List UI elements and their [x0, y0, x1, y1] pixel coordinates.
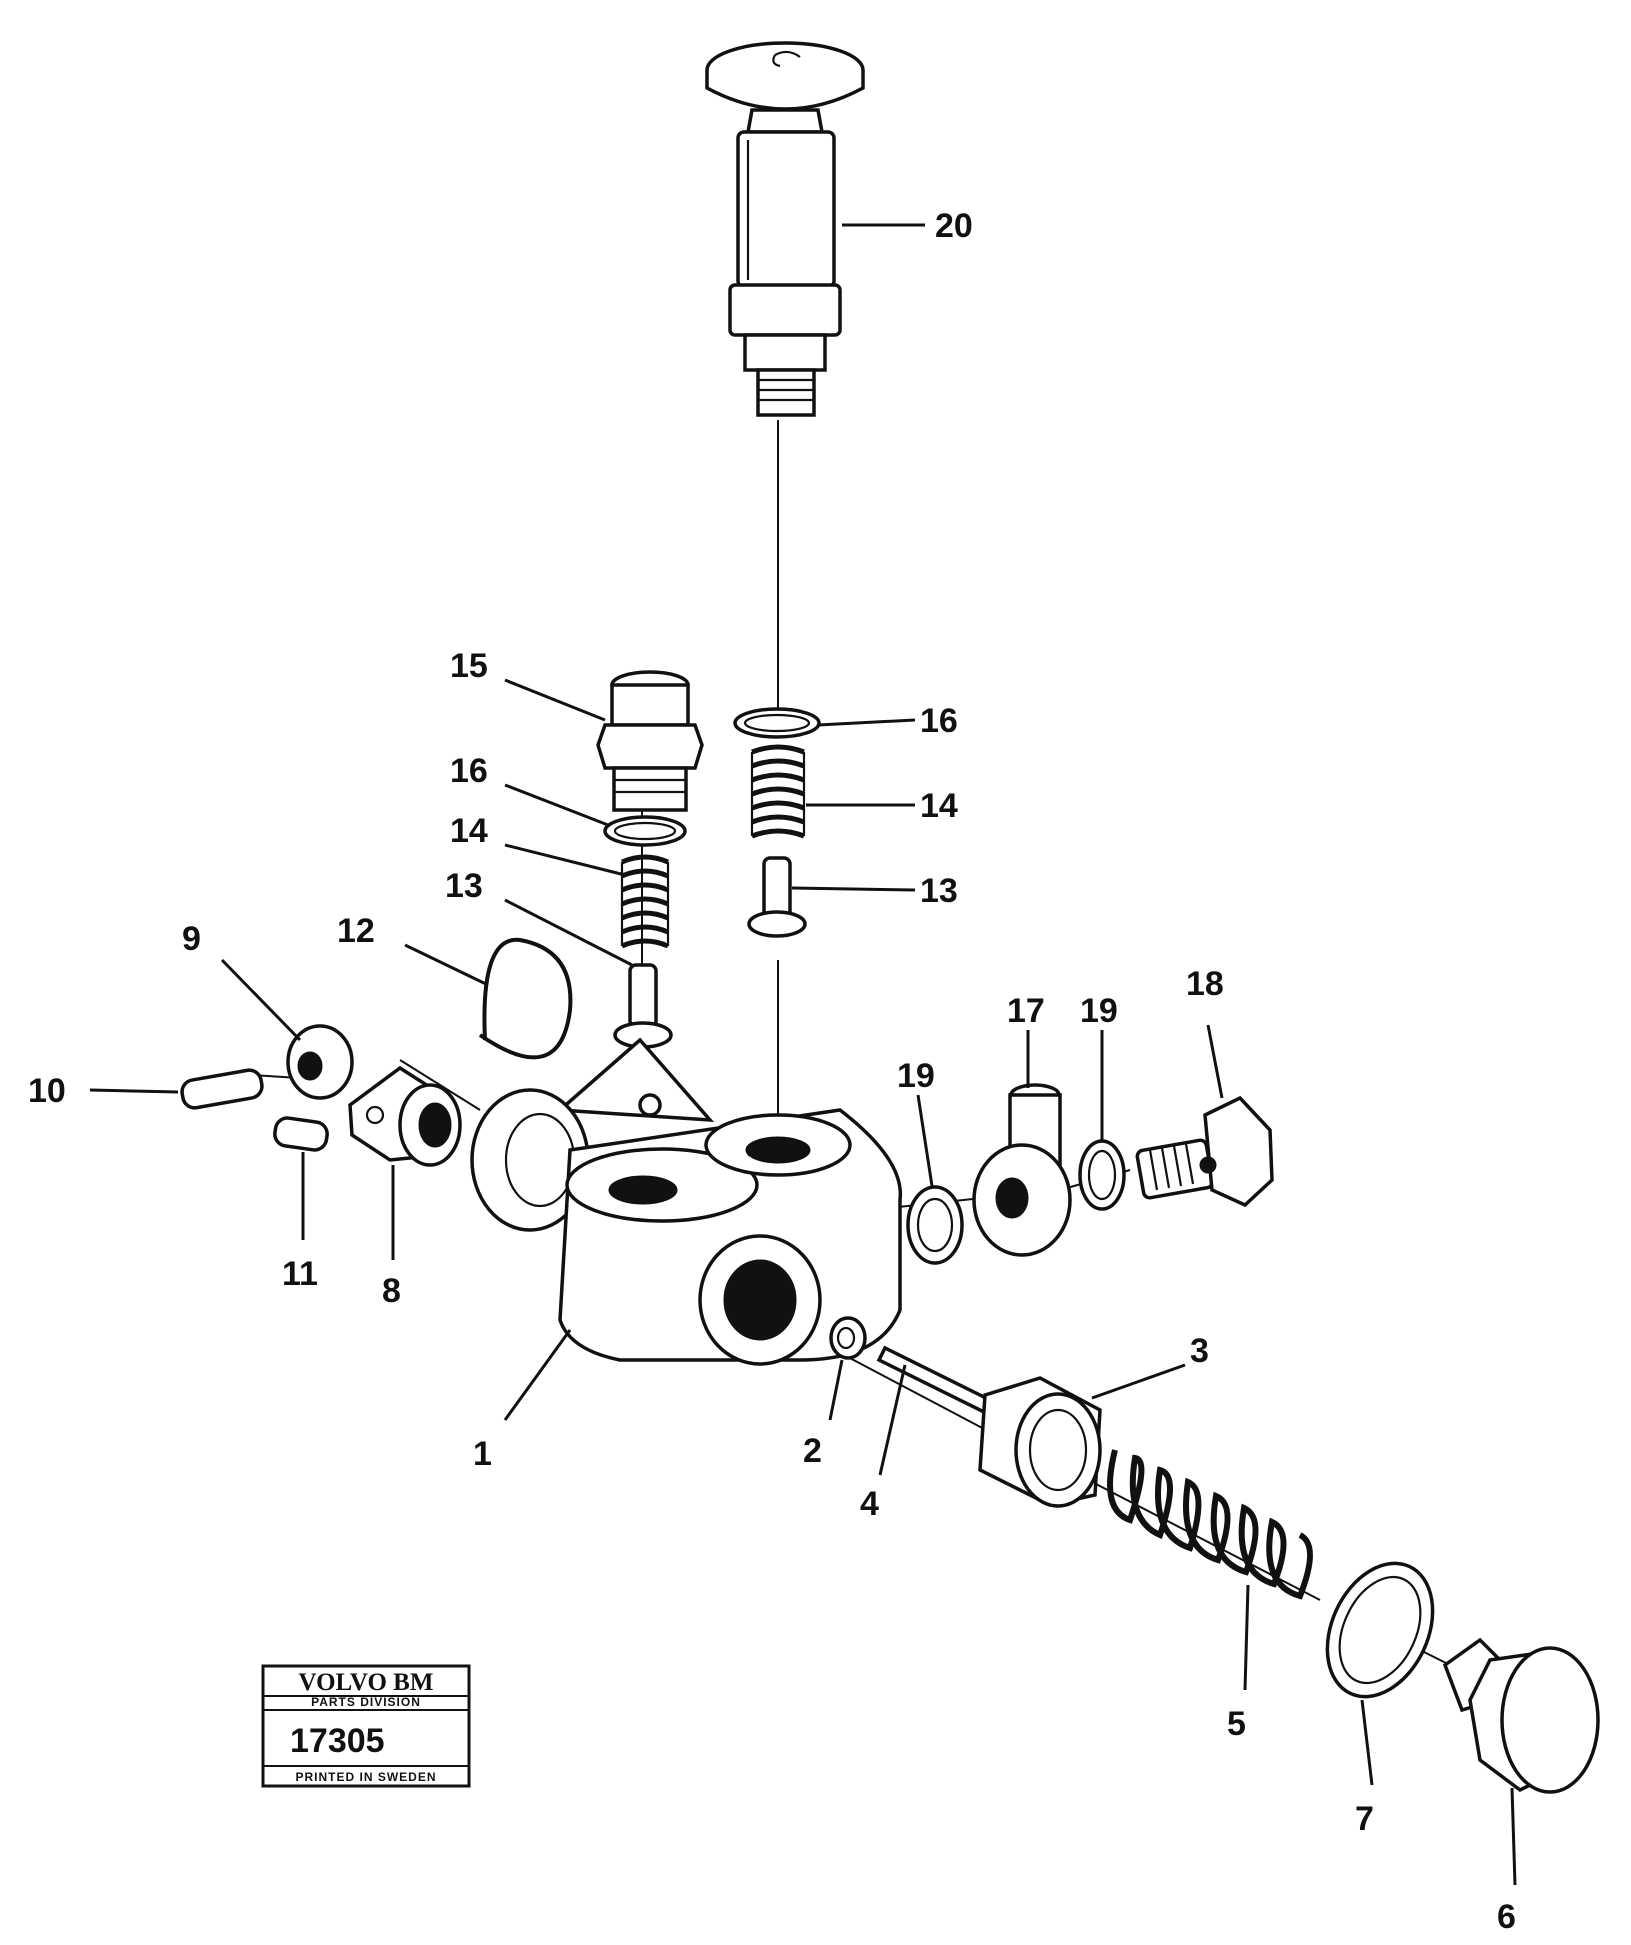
- ball-part-2: [829, 1316, 867, 1360]
- callout-3: 3: [1190, 1332, 1209, 1370]
- hand-primer-pump-part-20: [705, 41, 865, 417]
- pump-housing-part-1: [470, 1037, 903, 1366]
- plate-division: PARTS DIVISION: [311, 1695, 421, 1709]
- o-ring-part-16-left: [603, 815, 687, 847]
- callout-18: 18: [1186, 965, 1224, 1003]
- callout-14-right: 14: [920, 787, 958, 825]
- washer-part-19-right: [1078, 1139, 1126, 1211]
- washer-part-7: [1325, 1561, 1435, 1699]
- callout-4: 4: [860, 1485, 879, 1523]
- o-ring-part-16-right: [733, 707, 821, 739]
- callout-labels: 20 16 14 13 15 16 14 13 12 9 10 11 8 1 2…: [28, 207, 1516, 1936]
- sleeve-part-8: [348, 1065, 462, 1167]
- spring-part-5: [1107, 1449, 1313, 1600]
- valve-part-13-right: [747, 856, 807, 938]
- callout-6: 6: [1497, 1898, 1516, 1936]
- callout-14-left: 14: [450, 812, 488, 850]
- plate-printed: PRINTED IN SWEDEN: [295, 1770, 436, 1784]
- callout-20: 20: [935, 207, 973, 245]
- parts-division-plate: VOLVO BM PARTS DIVISION 17305 PRINTED IN…: [261, 1664, 471, 1788]
- callout-16-right: 16: [920, 702, 958, 740]
- pin-part-10: [180, 1068, 264, 1110]
- plate-number: 17305: [290, 1722, 385, 1760]
- callout-15: 15: [450, 647, 488, 685]
- callout-10: 10: [28, 1072, 66, 1110]
- spring-part-14-left: [620, 854, 670, 949]
- callout-8: 8: [382, 1272, 401, 1310]
- banjo-fitting-part-17: [972, 1083, 1072, 1257]
- callout-13-right: 13: [920, 872, 958, 910]
- plug-part-6: [1442, 1637, 1600, 1794]
- piston-part-3: [978, 1376, 1102, 1508]
- callout-7: 7: [1355, 1800, 1374, 1838]
- spring-part-14-right: [750, 744, 806, 839]
- callout-2: 2: [803, 1432, 822, 1470]
- callout-1: 1: [473, 1435, 492, 1473]
- callout-13-left: 13: [445, 867, 483, 905]
- washer-part-19-left: [906, 1185, 964, 1265]
- callout-5: 5: [1227, 1705, 1246, 1743]
- leader-lines: [89, 223, 1517, 1886]
- callout-16-left: 16: [450, 752, 488, 790]
- banjo-bolt-part-18: [1135, 1095, 1274, 1208]
- cap-part-9: [286, 1024, 354, 1100]
- callout-19-right: 19: [1080, 992, 1118, 1030]
- valve-part-13-left: [613, 963, 673, 1049]
- callout-12: 12: [337, 912, 375, 950]
- callout-19-left: 19: [897, 1057, 935, 1095]
- circlip-part-12: [478, 937, 573, 1060]
- callout-9: 9: [182, 920, 201, 958]
- callout-17: 17: [1007, 992, 1045, 1030]
- union-nipple-part-15: [596, 670, 704, 812]
- key-part-11: [273, 1116, 329, 1152]
- callout-11: 11: [282, 1255, 318, 1293]
- plate-brand: VOLVO BM: [299, 1669, 434, 1696]
